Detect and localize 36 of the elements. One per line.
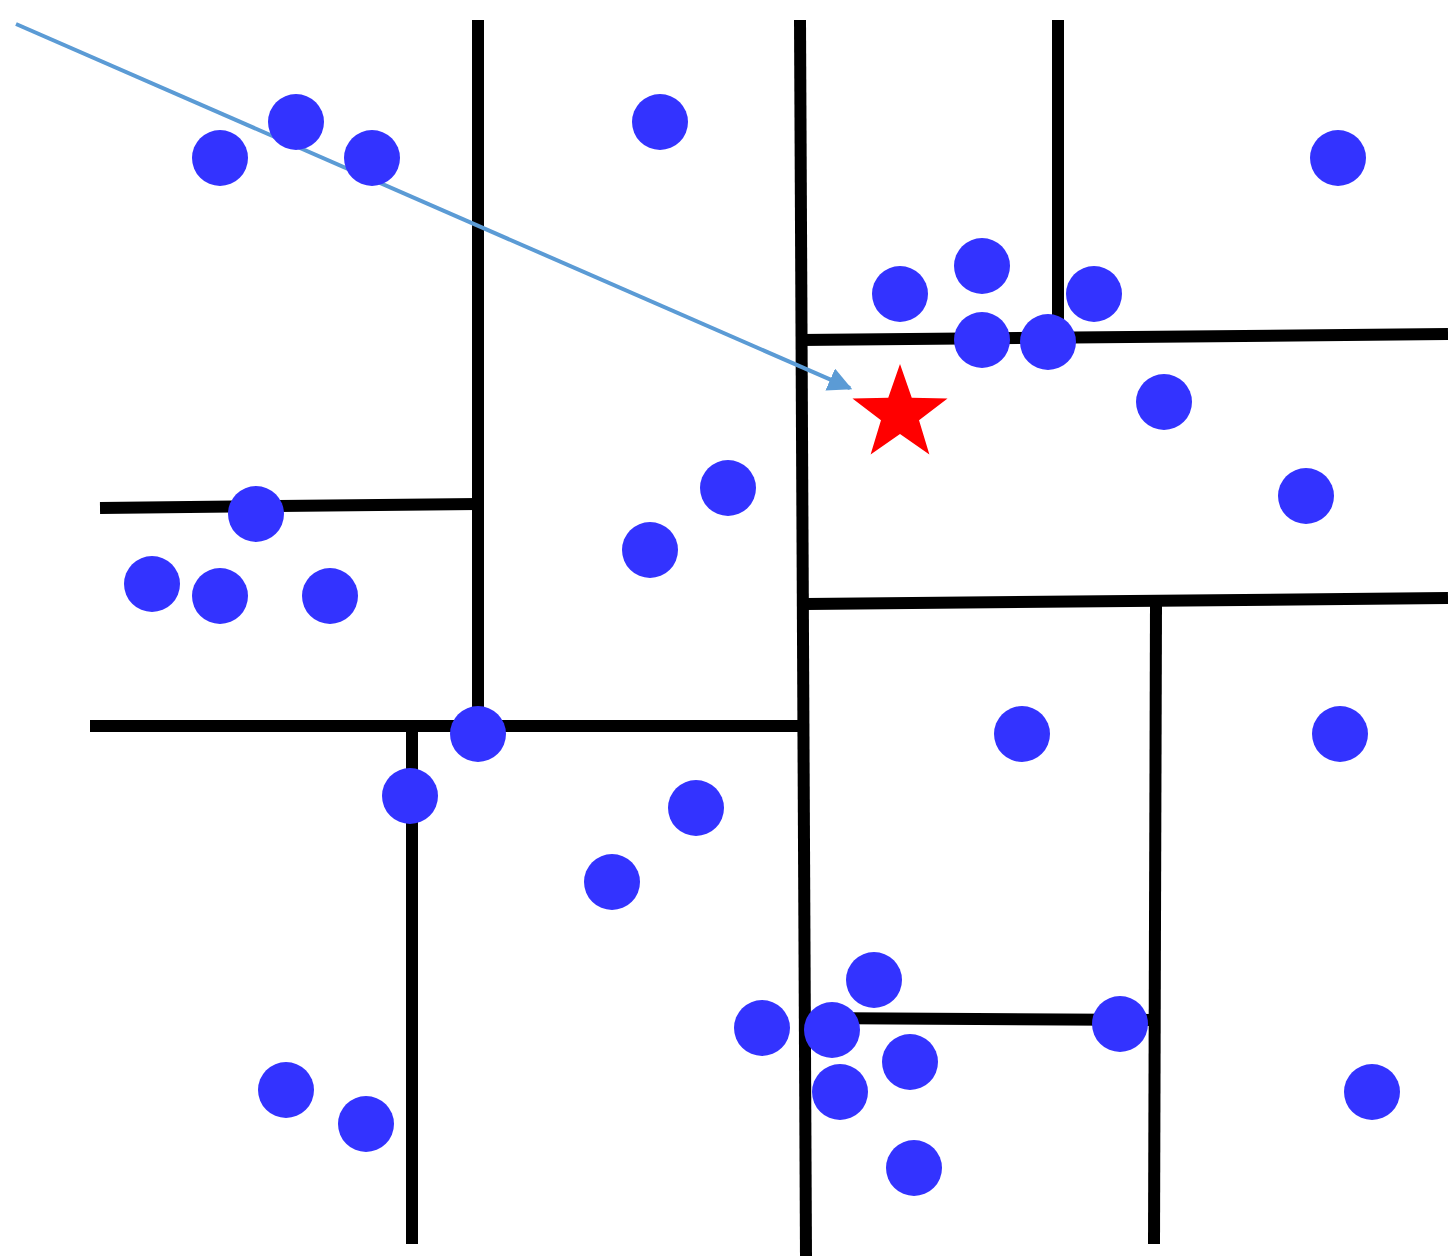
data-point [700,460,756,516]
data-point [872,266,928,322]
data-point [1312,706,1368,762]
data-point [994,706,1050,762]
data-point [1278,468,1334,524]
data-point [584,854,640,910]
data-point [632,94,688,150]
data-point [124,556,180,612]
data-point [804,1002,860,1058]
data-point [1020,314,1076,370]
data-point [302,568,358,624]
data-point [1344,1064,1400,1120]
data-point [1136,374,1192,430]
star-marker [850,360,950,460]
data-point [382,768,438,824]
data-point [192,130,248,186]
data-point [192,568,248,624]
data-point [954,312,1010,368]
data-point [268,94,324,150]
data-point [734,1000,790,1056]
arrow [15,22,853,391]
data-point [846,952,902,1008]
data-point [882,1034,938,1090]
data-point [344,130,400,186]
data-point [668,780,724,836]
data-point [450,706,506,762]
data-point [812,1064,868,1120]
data-point [622,522,678,578]
data-point [228,486,284,542]
data-point [954,238,1010,294]
data-point [1310,130,1366,186]
data-point [338,1096,394,1152]
data-point [886,1140,942,1196]
data-point [1092,996,1148,1052]
data-point [258,1062,314,1118]
data-point [1066,266,1122,322]
